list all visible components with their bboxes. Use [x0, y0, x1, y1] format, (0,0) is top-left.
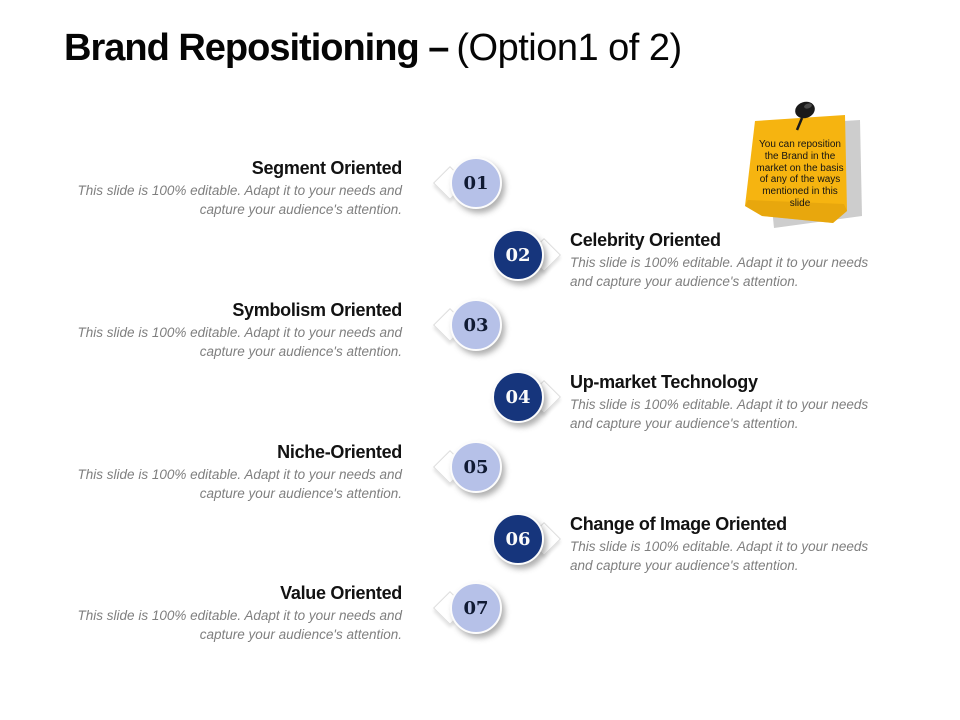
- step-number-badge: 06: [492, 513, 544, 565]
- step-number: 02: [505, 244, 531, 266]
- item-text-block: Change of Image Oriented This slide is 1…: [570, 514, 882, 576]
- item-text-block: Value Oriented This slide is 100% editab…: [62, 583, 403, 645]
- step-number-badge: 02: [492, 229, 544, 281]
- step-number: 04: [505, 386, 531, 408]
- item-text-block: Niche-Oriented This slide is 100% editab…: [62, 442, 403, 504]
- item-marker: 04: [492, 371, 561, 423]
- timeline-item-4: Up-market Technology This slide is 100% …: [0, 371, 960, 431]
- item-text-block: Symbolism Oriented This slide is 100% ed…: [62, 300, 403, 362]
- step-number-badge: 07: [450, 582, 502, 634]
- item-desc: This slide is 100% editable. Adapt it to…: [570, 397, 869, 431]
- sticky-note-graphic: [745, 101, 862, 228]
- item-marker: 03: [433, 299, 502, 351]
- page-title-light: (Option1 of 2): [456, 27, 682, 69]
- item-desc: This slide is 100% editable. Adapt it to…: [570, 255, 869, 289]
- step-number: 05: [463, 456, 489, 478]
- item-title: Niche-Oriented: [277, 442, 402, 462]
- item-marker: 07: [433, 582, 502, 634]
- step-number-badge: 04: [492, 371, 544, 423]
- item-title: Change of Image Oriented: [570, 514, 787, 534]
- item-title: Value Oriented: [280, 583, 402, 603]
- page-title: Brand Repositioning –(Option1 of 2): [64, 27, 682, 70]
- item-desc: This slide is 100% editable. Adapt it to…: [77, 608, 402, 642]
- sticky-note: You can reposition the Brand in the mark…: [742, 94, 874, 242]
- step-number-badge: 05: [450, 441, 502, 493]
- item-desc: This slide is 100% editable. Adapt it to…: [77, 325, 402, 359]
- item-title: Up-market Technology: [570, 372, 758, 392]
- item-marker: 01: [433, 157, 502, 209]
- step-number: 06: [505, 528, 531, 550]
- page-title-bold: Brand Repositioning –: [64, 27, 449, 69]
- item-marker: 06: [492, 513, 561, 565]
- timeline-item-3: Symbolism Oriented This slide is 100% ed…: [0, 299, 960, 359]
- timeline-item-6: Change of Image Oriented This slide is 1…: [0, 513, 960, 573]
- item-text-block: Segment Oriented This slide is 100% edit…: [62, 158, 403, 220]
- step-number: 01: [463, 172, 489, 194]
- step-number-badge: 01: [450, 157, 502, 209]
- note-paper: [745, 115, 847, 223]
- item-marker: 02: [492, 229, 561, 281]
- step-number-badge: 03: [450, 299, 502, 351]
- item-text-block: Up-market Technology This slide is 100% …: [570, 372, 882, 434]
- item-text-block: Celebrity Oriented This slide is 100% ed…: [570, 230, 882, 292]
- pushpin-icon: [795, 101, 815, 131]
- item-desc: This slide is 100% editable. Adapt it to…: [77, 467, 402, 501]
- item-marker: 05: [433, 441, 502, 493]
- step-number: 07: [463, 597, 489, 619]
- item-title: Celebrity Oriented: [570, 230, 721, 250]
- sticky-note-text: You can reposition the Brand in the mark…: [756, 139, 844, 209]
- step-number: 03: [463, 314, 489, 336]
- timeline-item-1: Segment Oriented This slide is 100% edit…: [0, 157, 960, 217]
- timeline-item-2: Celebrity Oriented This slide is 100% ed…: [0, 229, 960, 289]
- item-title: Symbolism Oriented: [232, 300, 402, 320]
- item-desc: This slide is 100% editable. Adapt it to…: [570, 539, 869, 573]
- timeline-item-7: Value Oriented This slide is 100% editab…: [0, 582, 960, 642]
- item-title: Segment Oriented: [251, 158, 403, 178]
- item-desc: This slide is 100% editable. Adapt it to…: [77, 183, 402, 217]
- note-fold: [745, 200, 847, 223]
- timeline-item-5: Niche-Oriented This slide is 100% editab…: [0, 441, 960, 501]
